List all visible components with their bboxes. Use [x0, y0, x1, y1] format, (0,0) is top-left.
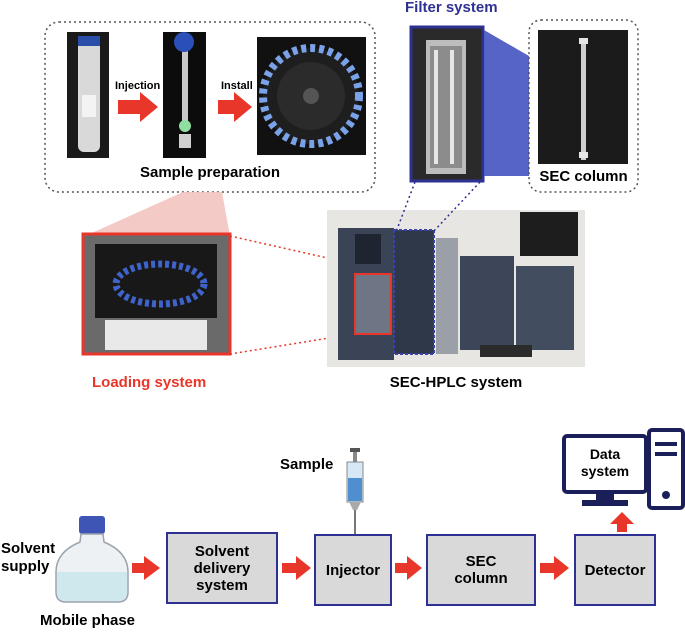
arrow-injection [118, 92, 158, 122]
install-label: Install [221, 80, 253, 92]
hplc-system-title: SEC-HPLC system [389, 374, 523, 391]
injection-label: Injection [115, 80, 161, 92]
solvent-supply-label: Solvent supply [1, 540, 56, 575]
sample-prep-frame [44, 21, 376, 193]
loading-system-photo [81, 232, 232, 356]
loading-system-title: Loading system [92, 374, 207, 391]
injection-photo [163, 32, 206, 158]
leader-loading-bottom [229, 333, 355, 355]
filter-system-title: Filter system [405, 0, 498, 16]
mobile-phase-label: Mobile phase [40, 612, 136, 629]
hplc-system-photo [327, 210, 585, 367]
column-fan [484, 30, 529, 176]
injector-box: Injector [314, 534, 392, 606]
syringe-icon [346, 448, 364, 534]
loading-fan [85, 192, 230, 236]
detector-box: Detector [574, 534, 656, 606]
sec-column-photo [538, 30, 628, 164]
arrow-injector-to-column [395, 556, 422, 580]
arrow-delivery-to-injector [282, 556, 311, 580]
mobile-phase-bottle-icon [55, 516, 129, 603]
sec-column-box: SEC column [426, 534, 536, 606]
sample-prep-title: Sample preparation [139, 164, 281, 181]
arrow-detector-to-data [610, 512, 634, 532]
solvent-delivery-box: Solvent delivery system [166, 532, 278, 604]
data-system-label: Data system [580, 446, 630, 479]
sample-tube-photo [67, 32, 109, 158]
sample-label: Sample [280, 456, 334, 473]
leader-filter-left [395, 181, 416, 233]
arrow-install [218, 92, 252, 122]
sample-tray-photo [257, 37, 366, 155]
computer-icon [562, 428, 685, 510]
leader-filter-right [432, 181, 481, 233]
arrow-supply-to-delivery [132, 556, 160, 580]
arrow-column-to-detector [540, 556, 569, 580]
sec-column-title: SEC column [539, 168, 628, 185]
